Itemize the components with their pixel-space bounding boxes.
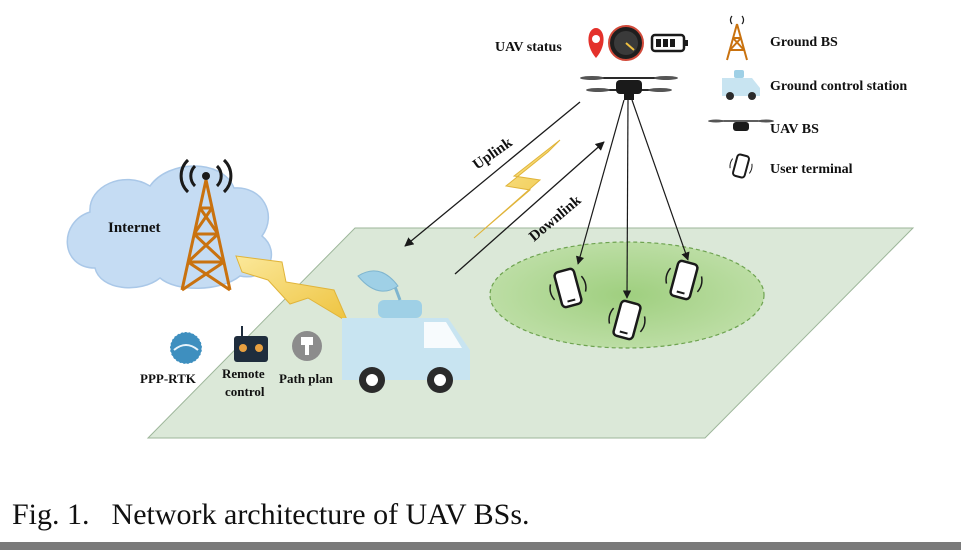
path-plan-icon — [292, 331, 322, 361]
downlink-arrow — [454, 141, 605, 275]
figure-caption: Fig. 1. Network architecture of UAV BSs. — [12, 498, 530, 532]
legend-drone-icon — [708, 119, 774, 131]
drone-user-link-3 — [631, 99, 690, 261]
uav-status-label: UAV status — [495, 40, 562, 55]
ground-control-station-van-icon — [342, 270, 470, 393]
phone-icon — [608, 299, 646, 341]
drone-user-link-1 — [575, 99, 625, 265]
legend-phone-icon — [729, 153, 753, 179]
legend-user-terminal: User terminal — [770, 162, 853, 177]
bottom-divider — [0, 542, 961, 550]
legend-uav-bs: UAV BS — [770, 122, 819, 137]
signal-waves-icon — [179, 158, 233, 194]
location-pin-icon — [588, 28, 604, 58]
ppp-rtk-label: PPP-RTK — [140, 371, 197, 386]
drone-user-link-2 — [622, 99, 632, 299]
remote-control-label-2: control — [225, 384, 265, 399]
speedometer-icon — [608, 25, 644, 61]
gamepad-icon — [234, 326, 268, 362]
legend-ground-control-station: Ground control station — [770, 79, 907, 94]
legend-tower-icon — [726, 23, 748, 61]
lightning-icon — [235, 255, 350, 324]
remote-control-label-1: Remote — [222, 366, 265, 381]
internet-label: Internet — [108, 220, 161, 236]
battery-icon — [650, 33, 688, 53]
uav-bs-drone-icon — [580, 76, 678, 100]
ground-bs-tower-icon — [180, 179, 232, 292]
legend: Ground BS Ground control station UAV BS … — [708, 15, 907, 179]
lightning-link-icon — [473, 139, 561, 239]
satellite-globe-icon — [169, 331, 203, 365]
phone-icon — [665, 259, 703, 301]
path-plan-label: Path plan — [279, 371, 334, 386]
figure-caption-text: Network architecture of UAV BSs. — [111, 498, 530, 531]
uplink-label: Uplink — [470, 134, 516, 173]
phone-icon — [549, 267, 587, 309]
network-architecture-diagram: Internet PPP-RT — [66, 15, 915, 439]
figure-number: Fig. 1. — [12, 498, 90, 531]
uplink-arrow — [404, 101, 581, 247]
legend-van-icon — [722, 70, 760, 100]
legend-ground-bs: Ground BS — [770, 35, 838, 50]
